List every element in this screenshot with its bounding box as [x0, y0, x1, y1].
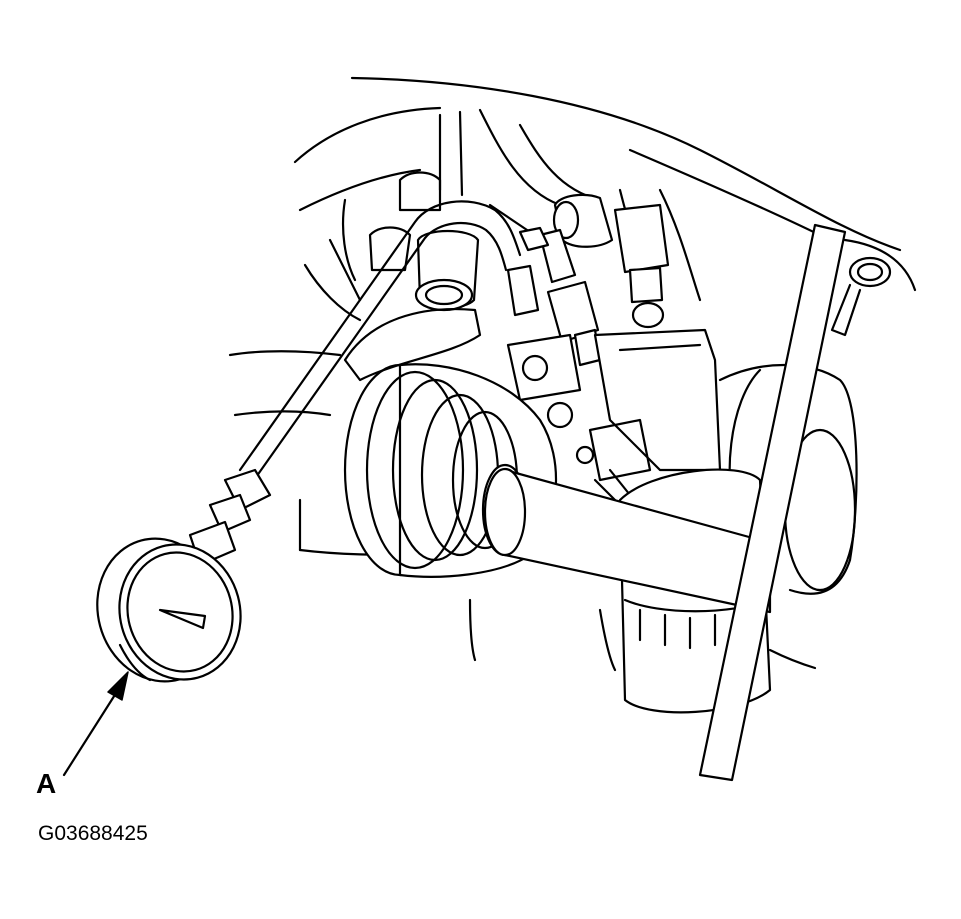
bolt-boss: [848, 256, 892, 288]
transmission-housing: [506, 328, 722, 507]
pressure-gauge-icon: [96, 537, 242, 683]
subframe-bar: [698, 223, 847, 782]
sensor-body: [613, 203, 670, 274]
gauge-hose: [238, 200, 550, 482]
gauge-needle: [158, 608, 207, 630]
callout-arrow-icon: [62, 671, 129, 777]
callout-label: A: [36, 768, 57, 799]
engine-block-outline: [228, 76, 917, 672]
fittings: [414, 193, 670, 367]
hose-nut: [506, 264, 540, 317]
figure-id: G03688425: [38, 822, 148, 845]
